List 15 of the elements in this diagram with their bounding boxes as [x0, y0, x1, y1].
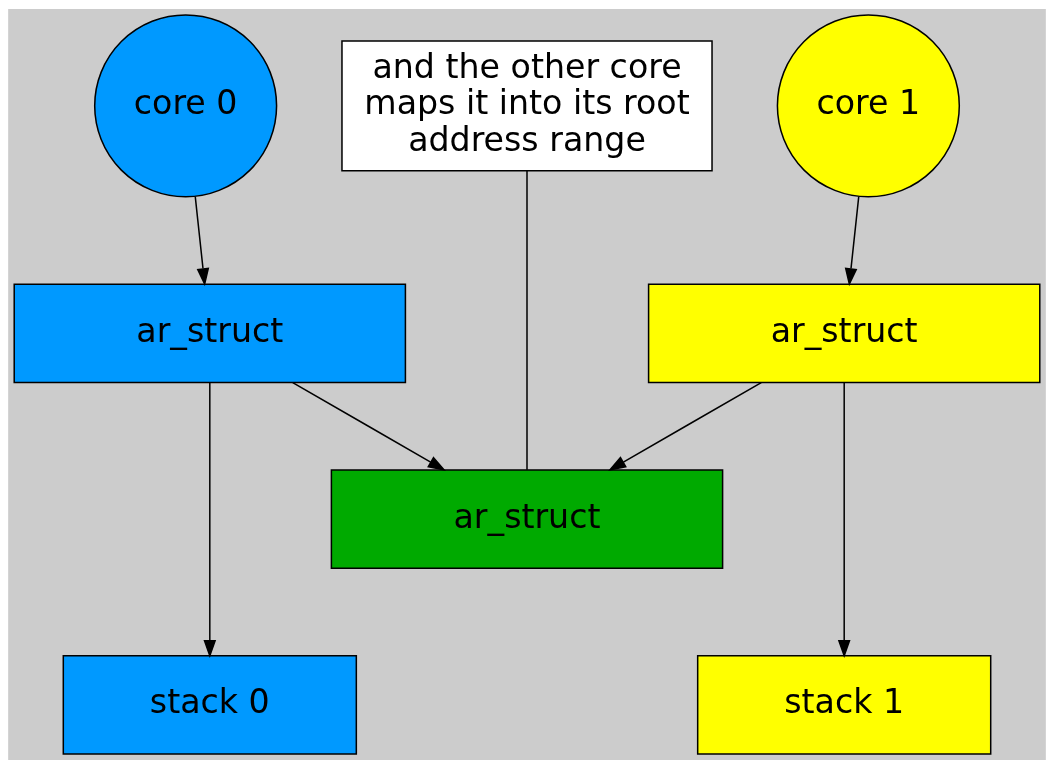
node-box: and the other core maps it into its root address range	[341, 40, 713, 172]
arrow	[844, 195, 860, 287]
arrow	[203, 382, 217, 659]
node-box: ar_struct	[13, 283, 407, 384]
node-box: ar_struct	[647, 283, 1041, 384]
node-box: ar_struct	[330, 469, 724, 569]
node-box: stack 1	[696, 655, 992, 755]
node-box: stack 0	[62, 655, 358, 755]
node-circle: core 0	[93, 14, 278, 198]
arrow	[608, 381, 763, 471]
arrow	[291, 381, 446, 471]
arrow	[837, 382, 851, 659]
connector	[526, 170, 528, 471]
arrow	[194, 195, 210, 287]
node-circle: core 1	[776, 14, 961, 198]
